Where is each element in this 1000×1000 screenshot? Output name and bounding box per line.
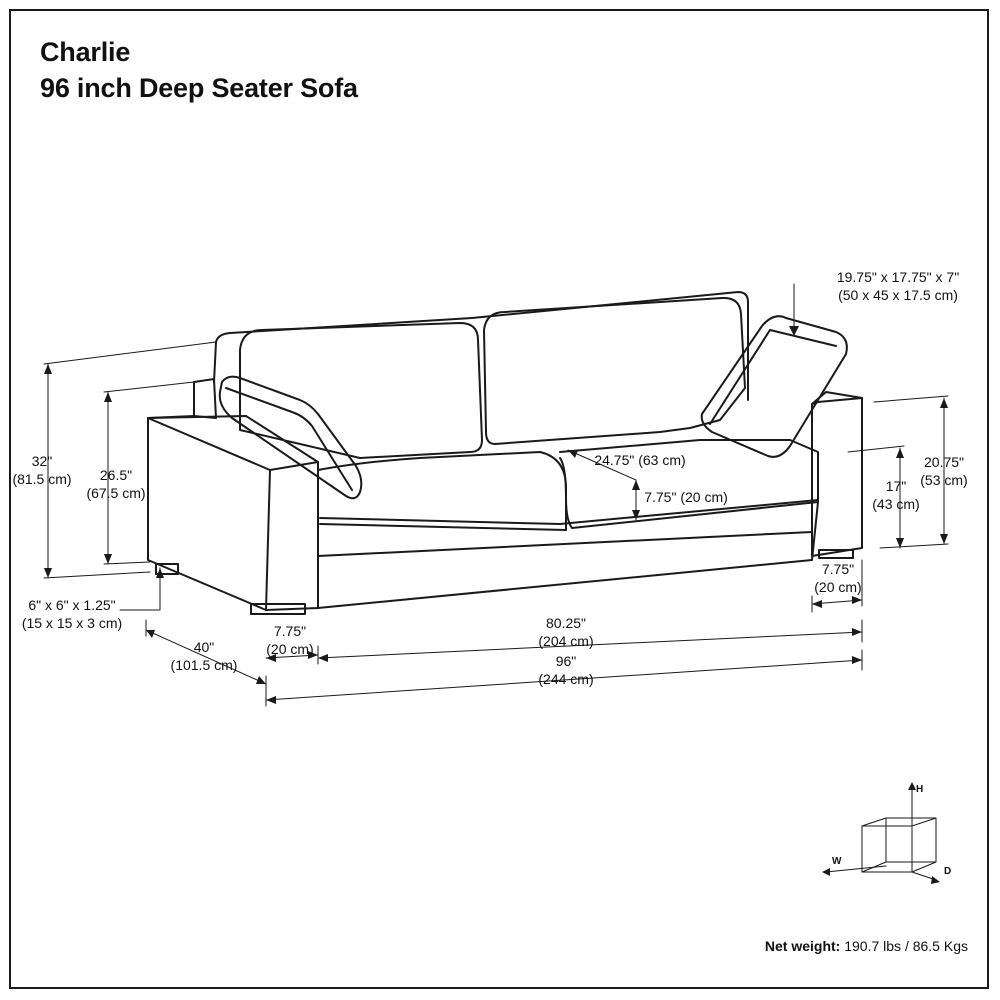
arrowhead-inner-width-start — [318, 654, 328, 662]
arrowhead-arm-height-top — [940, 398, 948, 408]
arrowhead-leg — [156, 568, 164, 578]
arrowhead-arm-right-end — [852, 596, 862, 604]
depth-label: 40" (101.5 cm) — [170, 639, 238, 673]
inner-width-label: 80.25" (204 cm) — [538, 615, 594, 649]
dim-line-arm-height — [873, 395, 949, 549]
right-arm-top — [811, 391, 863, 405]
cushion-thickness-label: 7.75" (20 cm) — [644, 489, 728, 505]
arrowhead-seat-depth — [568, 450, 578, 458]
leg-size-label: 6" x 6" x 1.25" (15 x 15 x 3 cm) — [21, 597, 123, 631]
right-pillow — [700, 315, 848, 458]
dim-line-inner-width — [317, 619, 863, 659]
axis-w-line — [825, 865, 887, 873]
net-weight: Net weight: 190.7 lbs / 86.5 Kgs — [765, 938, 968, 954]
arrowhead-arm-left-end — [308, 651, 318, 659]
axis-h-label: H — [916, 784, 924, 795]
back-height-label: 26.5" (67.5 cm) — [86, 467, 146, 501]
seat-cushion-bottom-line — [319, 499, 819, 525]
arm-width-left-label: 7.75" (20 cm) — [266, 623, 314, 657]
arrowhead-pillow — [789, 326, 799, 336]
arrowhead-overall-height-top — [44, 364, 52, 374]
product-title-line1: Charlie — [40, 37, 131, 67]
arrowhead-back-height-bottom — [104, 554, 112, 564]
dim-line-depth — [145, 619, 267, 707]
sofa-base — [317, 501, 819, 609]
net-weight-label: Net weight: — [764, 938, 841, 954]
dim-line-leg — [119, 567, 161, 611]
sofa-back-frame — [215, 291, 749, 401]
sofa-back-frame-left — [213, 341, 217, 383]
diagram-frame — [9, 9, 989, 989]
arrowhead-cushion-bottom — [632, 510, 640, 520]
left-arm-back — [193, 378, 217, 419]
arrowhead-seat-height-top — [896, 448, 904, 458]
arrowhead-arm-right-start — [812, 600, 822, 608]
seat-height-label: 17" (43 cm) — [872, 478, 920, 512]
axis-w-arrow — [822, 868, 830, 876]
leg-front-left — [250, 603, 306, 615]
left-arm-top — [147, 417, 319, 471]
axis-w-label: W — [832, 856, 842, 867]
dim-line-back-height — [103, 381, 195, 565]
overall-height-label: 32" (81.5 cm) — [12, 453, 72, 487]
product-title-line2: 96 inch Deep Seater Sofa — [40, 73, 358, 103]
arrowhead-cushion-top — [632, 480, 640, 490]
arrowhead-back-height-top — [104, 392, 112, 402]
net-weight-value: 190.7 lbs / 86.5 Kgs — [844, 938, 968, 954]
dim-line-seat-depth — [567, 449, 637, 481]
arrowhead-depth-start — [146, 630, 155, 638]
back-cushion-right — [483, 296, 746, 445]
pillow-size-label: 19.75" x 17.75" x 7" (50 x 45 x 17.5 cm) — [836, 269, 960, 303]
arrowhead-overall-width-start — [266, 696, 276, 704]
leg-back-left — [155, 563, 179, 575]
seat-depth-label: 24.75" (63 cm) — [594, 452, 686, 468]
arrowhead-arm-left-start — [266, 654, 276, 662]
right-arm — [811, 397, 863, 557]
arm-height-label: 20.75" (53 cm) — [920, 454, 968, 488]
arrowhead-overall-width-end — [852, 656, 862, 664]
left-arm-edge — [265, 469, 271, 611]
left-pillow — [218, 375, 363, 500]
leg-front-right — [818, 549, 854, 559]
arrowhead-depth-end — [256, 676, 266, 684]
dim-line-seat-height — [847, 445, 905, 549]
arrowhead-overall-height-bottom — [44, 568, 52, 578]
back-cushion-left — [239, 322, 483, 459]
axis-d-label: D — [944, 866, 952, 877]
dim-line-overall-height — [43, 341, 217, 579]
arrowhead-arm-height-bottom — [940, 534, 948, 544]
sofa-base-line — [317, 531, 813, 557]
product-title: Charlie 96 inch Deep Seater Sofa — [40, 34, 358, 106]
left-arm-top-connector — [147, 381, 195, 419]
axis-d-arrow — [931, 876, 940, 884]
axis-h-arrow — [908, 782, 916, 790]
axis-legend-cube — [825, 785, 937, 881]
arrowhead-inner-width-end — [852, 628, 862, 636]
arrowhead-seat-height-bottom — [896, 538, 904, 548]
left-arm-front — [147, 415, 319, 611]
seat-cushion-right — [559, 439, 819, 529]
left-pillow-seam — [225, 387, 353, 491]
overall-width-label: 96" (244 cm) — [538, 653, 594, 687]
arm-width-right-label: 7.75" (20 cm) — [814, 561, 862, 595]
right-pillow-seam — [709, 329, 837, 425]
